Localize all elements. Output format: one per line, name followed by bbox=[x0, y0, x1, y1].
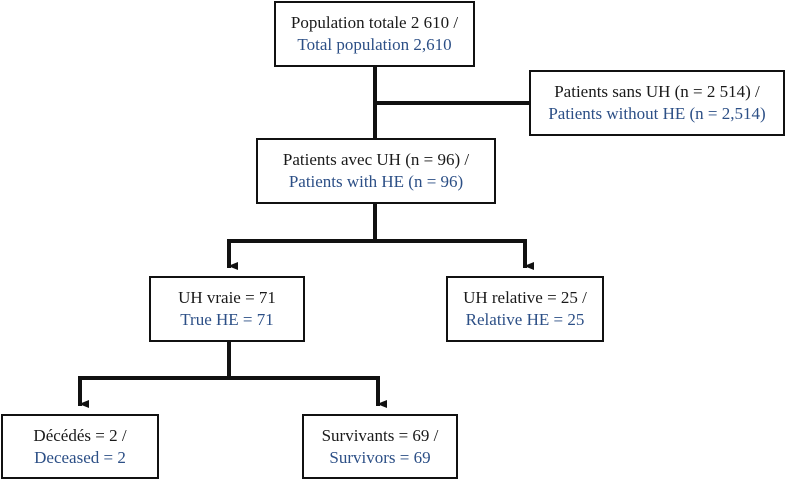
label-fr: UH vraie = 71 bbox=[178, 288, 276, 307]
label-en: Deceased = 2 bbox=[34, 447, 126, 467]
box-patients-without-he: Patients sans UH (n = 2 514) / Patients … bbox=[529, 70, 785, 136]
box-survivors: Survivants = 69 / Survivors = 69 bbox=[302, 414, 458, 479]
box-patients-with-he: Patients avec UH (n = 96) / Patients wit… bbox=[256, 138, 496, 204]
label-en: True HE = 71 bbox=[180, 310, 274, 329]
label-en: Patients with HE (n = 96) bbox=[288, 172, 464, 191]
label-fr: Survivants = 69 / bbox=[321, 425, 439, 445]
box-total-population: Population totale 2 610 / Total populati… bbox=[274, 1, 475, 67]
box-deceased: Décédés = 2 / Deceased = 2 bbox=[1, 414, 159, 479]
label-fr: UH relative = 25 / bbox=[463, 288, 587, 307]
label-en: Patients without HE (n = 2,514) bbox=[548, 104, 766, 123]
label-fr: Patients avec UH (n = 96) / bbox=[282, 150, 470, 169]
label-fr: Décédés = 2 / bbox=[33, 425, 127, 445]
label-fr: Patients sans UH (n = 2 514) / bbox=[554, 82, 760, 101]
box-relative-he: UH relative = 25 / Relative HE = 25 bbox=[446, 276, 604, 342]
label-en: Survivors = 69 bbox=[329, 447, 431, 467]
box-true-he: UH vraie = 71 True HE = 71 bbox=[149, 276, 305, 342]
label-en: Total population 2,610 bbox=[297, 35, 452, 54]
label-en: Relative HE = 25 bbox=[465, 310, 585, 329]
label-fr: Population totale 2 610 / bbox=[290, 13, 459, 32]
